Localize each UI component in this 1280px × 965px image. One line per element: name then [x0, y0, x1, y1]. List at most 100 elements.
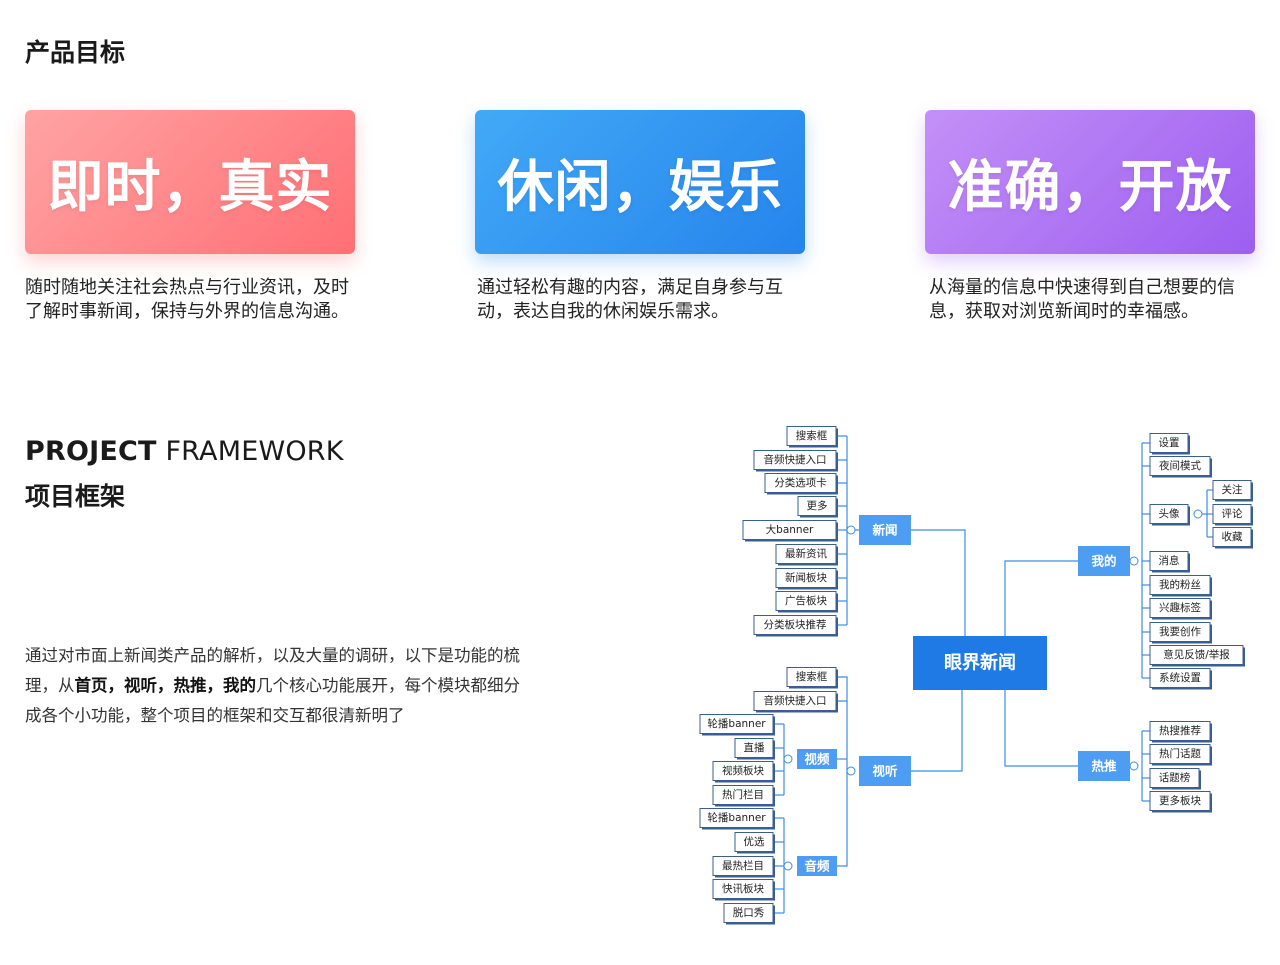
node-audio-2: 最热栏目	[712, 856, 775, 878]
node-mine-top-0-label: 设置	[1159, 437, 1180, 449]
para-keyword-mine: 我的	[223, 676, 256, 695]
node-audio-4-label: 脱口秀	[733, 906, 765, 919]
para-text-1: 通过对市面上新闻类产品的解析，以及大量的调研，以下是功能的梳理，从	[25, 646, 520, 695]
node-hot-2: 话题榜	[1149, 768, 1201, 790]
node-news-3-label: 更多	[807, 499, 828, 512]
node-news-5-label: 最新资讯	[785, 547, 827, 560]
node-video: 视频	[797, 749, 837, 769]
node-av: 视听	[859, 756, 911, 786]
connector-root-mine	[1004, 560, 1078, 636]
para-keyword-home: 首页	[74, 676, 108, 695]
node-video-1: 直播	[734, 738, 775, 760]
para-sep-3: ，	[206, 676, 224, 695]
node-av-0-label: 搜索框	[796, 670, 828, 683]
node-mine-top-1: 夜间模式	[1149, 456, 1212, 478]
node-video-2-label: 视频板块	[722, 764, 764, 777]
node-avatar-0: 关注	[1212, 480, 1253, 502]
node-mine-bottom-3: 我要创作	[1149, 622, 1212, 644]
node-mine-label: 我的	[1091, 554, 1116, 569]
node-mine-bottom-1-label: 我的粉丝	[1159, 578, 1201, 591]
node-news-6-label: 新闻板块	[785, 571, 827, 584]
node-mine-bottom-0-label: 消息	[1159, 554, 1180, 567]
node-audio-2-label: 最热栏目	[722, 859, 764, 872]
node-news-0: 搜索框	[786, 426, 838, 448]
node-audio-0-label: 轮播banner	[707, 811, 766, 824]
collapse-knob-hot	[1129, 761, 1139, 771]
node-news-1-label: 音频快捷入口	[764, 453, 827, 466]
node-audio-label: 音频	[804, 859, 830, 874]
node-mine-bottom-5-label: 系统设置	[1159, 671, 1201, 684]
node-av-1-label: 音频快捷入口	[764, 694, 827, 707]
node-news-1: 音频快捷入口	[753, 450, 838, 472]
node-mine-bottom-1: 我的粉丝	[1149, 575, 1212, 597]
node-mine-top-0: 设置	[1149, 433, 1190, 455]
node-news-8-label: 分类板块推荐	[764, 618, 827, 631]
node-news-4: 大banner	[742, 520, 838, 542]
node-mine-bottom-3-label: 我要创作	[1159, 625, 1201, 638]
goal-desc-accurate: 从海量的信息中快速得到自己想要的信息，获取对浏览新闻时的幸福感。	[929, 277, 1235, 322]
collapse-knob-av	[846, 766, 856, 776]
node-audio: 音频	[797, 856, 837, 876]
node-hot-0-label: 热搜推荐	[1159, 724, 1201, 737]
node-avatar-1-label: 评论	[1222, 507, 1244, 520]
node-avatar-2: 收藏	[1212, 527, 1253, 549]
node-hot: 热推	[1078, 751, 1130, 781]
node-video-3: 热门栏目	[712, 785, 775, 807]
para-sep-1: ，	[107, 676, 125, 695]
para-text-2: 几个核心功能展开，每个模块都细分成各个小功能，整个项目的框架和交互都很清新明了	[25, 676, 520, 725]
connector-root-news	[911, 529, 966, 636]
node-hot-2-label: 话题榜	[1159, 771, 1191, 784]
connector-av-top	[836, 676, 848, 702]
node-news-label: 新闻	[872, 523, 897, 538]
node-video-0: 轮播banner	[699, 714, 775, 736]
goal-card-instant: 即时，真实	[25, 110, 355, 254]
goal-desc-instant: 随时随地关注社会热点与行业资讯，及时了解时事新闻，保持与外界的信息沟通。	[25, 277, 349, 322]
section-title-goals: 产品目标	[25, 38, 126, 67]
node-mine-bottom-4: 意见反馈/举报	[1149, 645, 1245, 667]
node-root-label: 眼界新闻	[944, 652, 1016, 674]
node-news-3: 更多	[797, 496, 838, 518]
node-avatar: 头像	[1149, 504, 1190, 526]
collapse-knob-news	[846, 525, 856, 535]
node-audio-1-label: 优选	[744, 835, 765, 848]
goal-desc-leisure: 通过轻松有趣的内容，满足自身参与互动，表达自我的休闲娱乐需求。	[477, 277, 783, 322]
node-hot-3: 更多板块	[1149, 791, 1212, 813]
node-hot-0: 热搜推荐	[1149, 721, 1212, 743]
node-audio-3-label: 快讯板块	[722, 882, 764, 895]
collapse-knob-mine	[1129, 556, 1139, 566]
node-audio-3: 快讯板块	[712, 879, 775, 901]
para-keyword-hot: 热推	[173, 676, 207, 695]
collapse-knob-video	[783, 754, 793, 764]
framework-description: 通过对市面上新闻类产品的解析，以及大量的调研，以下是功能的梳理，从首页，视听，热…	[25, 641, 525, 731]
connector-root-av	[911, 690, 963, 772]
node-mine-top-1-label: 夜间模式	[1159, 459, 1201, 472]
para-keyword-av: 视听	[124, 676, 157, 695]
node-news-5: 最新资讯	[775, 544, 838, 566]
node-mine-bottom-5: 系统设置	[1149, 668, 1212, 690]
node-news-2: 分类选项卡	[764, 473, 838, 495]
node-hot-1: 热门话题	[1149, 744, 1212, 766]
node-av-label: 视听	[872, 764, 898, 779]
node-hot-label: 热推	[1091, 759, 1117, 774]
node-avatar-1: 评论	[1212, 504, 1253, 526]
node-root: 眼界新闻	[913, 636, 1047, 690]
node-video-1-label: 直播	[744, 741, 765, 754]
node-news-0-label: 搜索框	[796, 429, 828, 442]
node-news-7: 广告板块	[775, 591, 838, 613]
node-mine-bottom-2-label: 兴趣标签	[1159, 601, 1201, 614]
node-av-1: 音频快捷入口	[753, 691, 838, 713]
node-news-4-label: 大banner	[766, 523, 814, 536]
node-avatar-0-label: 关注	[1222, 483, 1244, 496]
node-video-0-label: 轮播banner	[707, 717, 766, 730]
node-mine-bottom-0: 消息	[1149, 551, 1190, 573]
node-mine-bottom-4-label: 意见反馈/举报	[1163, 648, 1230, 661]
node-news-2-label: 分类选项卡	[774, 476, 827, 489]
framework-title-cn: 项目框架	[25, 482, 126, 511]
para-sep-2: ，	[157, 676, 174, 695]
node-news-7-label: 广告板块	[785, 594, 827, 607]
node-audio-1: 优选	[734, 832, 775, 854]
node-news: 新闻	[859, 515, 911, 545]
node-video-3-label: 热门栏目	[722, 788, 764, 801]
node-avatar-label: 头像	[1159, 508, 1181, 520]
